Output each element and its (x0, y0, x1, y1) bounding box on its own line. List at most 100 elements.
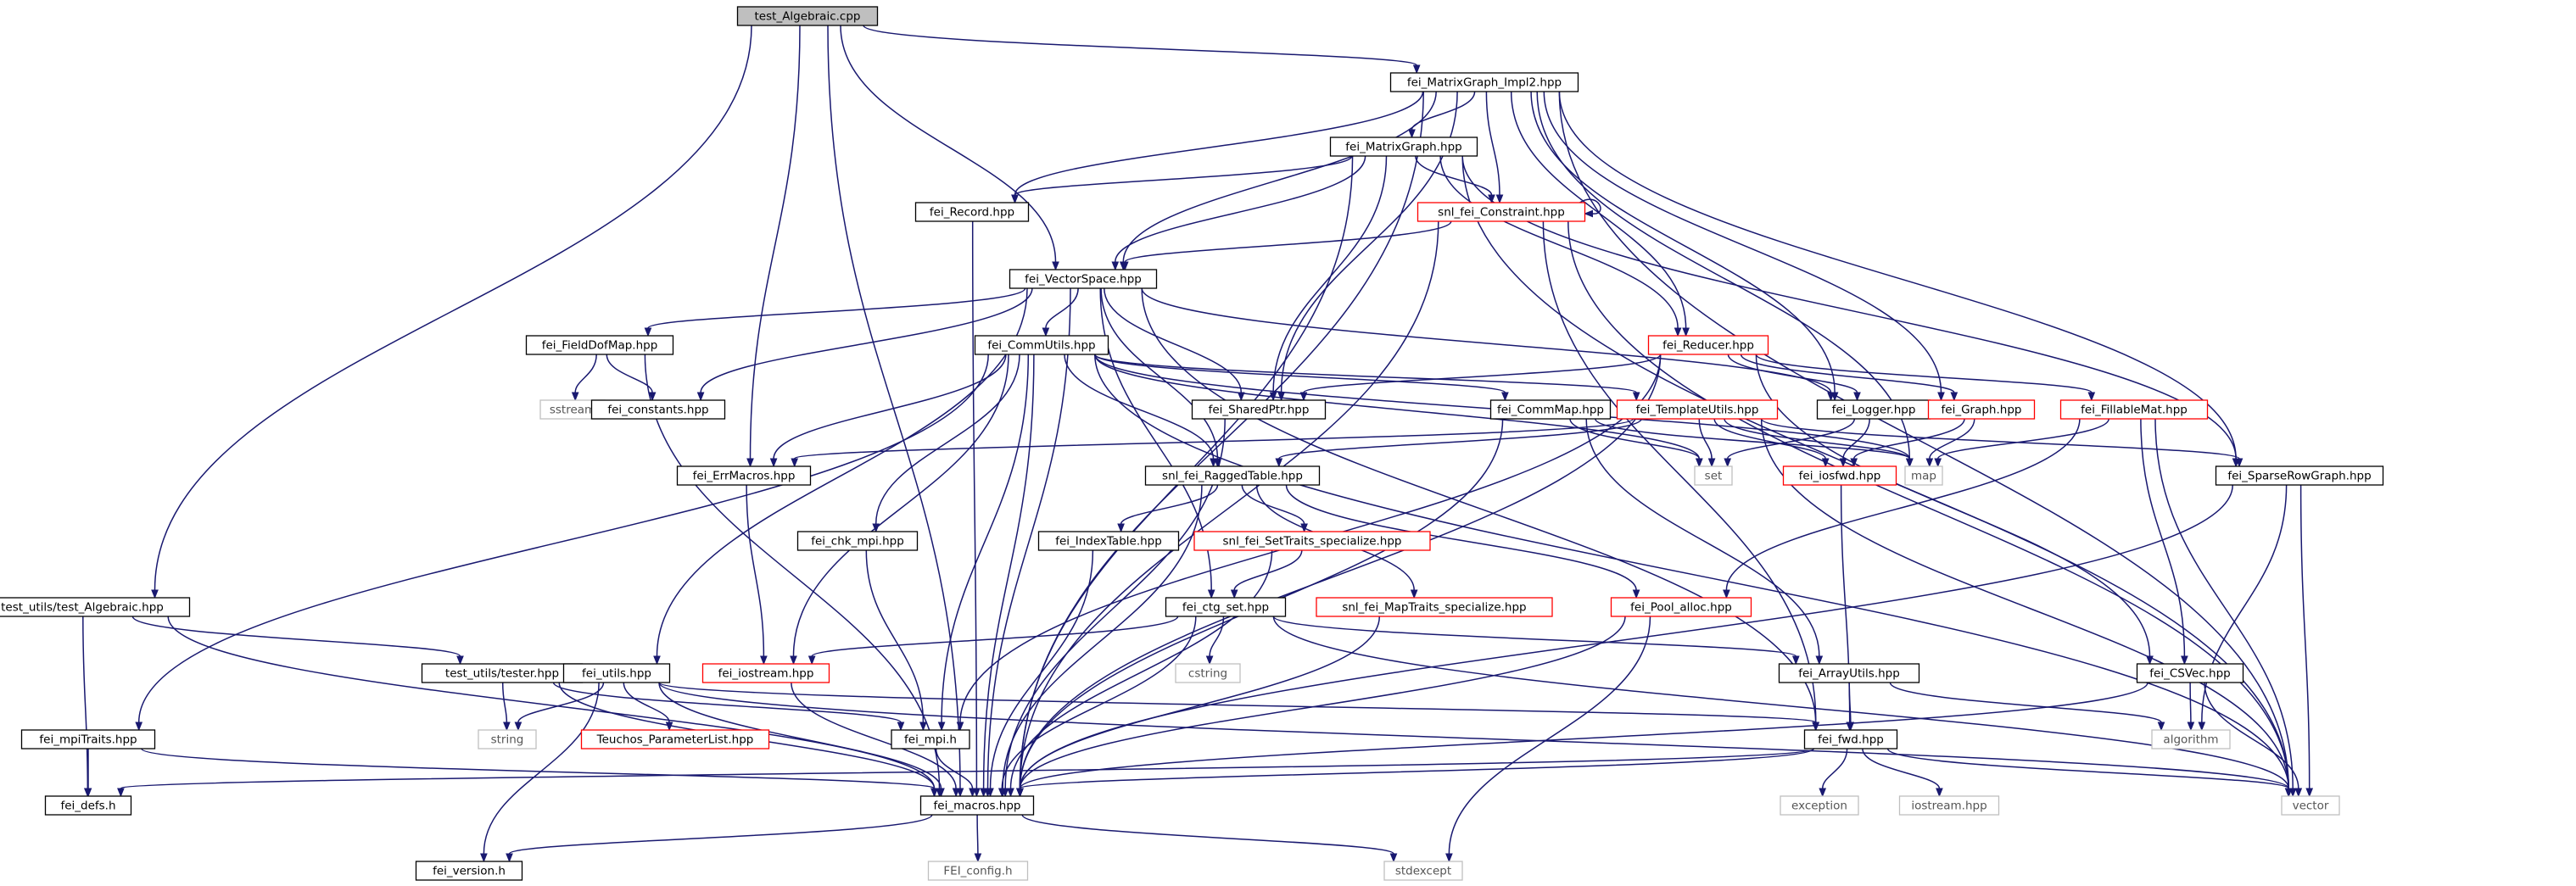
node-label: fei_version.h (433, 865, 506, 878)
node-fei-matrixgraph[interactable]: fei_MatrixGraph.hpp (1329, 137, 1478, 157)
node-snl-fei-constraint[interactable]: snl_fei_Constraint.hpp (1417, 202, 1586, 222)
node-fei-templateutils[interactable]: fei_TemplateUtils.hpp (1616, 399, 1779, 420)
node-label: vector (2293, 800, 2329, 813)
node-box (1780, 795, 1859, 816)
node-fei-commutils[interactable]: fei_CommUtils.hpp (974, 335, 1109, 355)
node-fei-sparserowgraph[interactable]: fei_SparseRowGraph.hpp (2215, 465, 2384, 486)
node-fei-sharedptr[interactable]: fei_SharedPtr.hpp (1191, 399, 1327, 420)
node-string[interactable]: string (478, 729, 537, 749)
node-fei-mpitraits[interactable]: fei_mpiTraits.hpp (20, 729, 156, 749)
node-box (1610, 597, 1752, 617)
node-fei-chk-mpi[interactable]: fei_chk_mpi.hpp (796, 531, 919, 551)
node-test-algebraic-cpp[interactable]: test_Algebraic.cpp (736, 6, 879, 26)
node-fei-constants[interactable]: fei_constants.hpp (590, 399, 726, 420)
node-fei-macros[interactable]: fei_macros.hpp (919, 795, 1035, 816)
node-box (44, 795, 132, 816)
node-fei-fwd[interactable]: fei_fwd.hpp (1803, 729, 1898, 749)
edge-fei-reducer-to-fei-fillablemat (1755, 354, 2096, 402)
node-map[interactable]: map (1904, 465, 1943, 486)
node-fei-defs[interactable]: fei_defs.h (44, 795, 132, 816)
node-box (1904, 465, 1943, 486)
node-fei-vectorspace[interactable]: fei_VectorSpace.hpp (1009, 269, 1158, 289)
node-snl-fei-maptraits[interactable]: snl_fei_MapTraits_specialize.hpp (1316, 597, 1553, 617)
node-fei-pool-alloc[interactable]: fei_Pool_alloc.hpp (1610, 597, 1752, 617)
edge-fei-fielddofmap-to-sstream (571, 354, 597, 402)
node-label: fei_iosfwd.hpp (1799, 470, 1881, 483)
node-fei-graph[interactable]: fei_Graph.hpp (1927, 399, 2036, 420)
node-vector[interactable]: vector (2281, 795, 2340, 816)
node-label: fei_Reducer.hpp (1662, 339, 1754, 353)
node-set[interactable]: set (1694, 465, 1733, 486)
node-fei-mpi[interactable]: fei_mpi.h (891, 729, 970, 749)
edge-fei-templateutils-to-set (1698, 418, 1716, 468)
node-fei-record[interactable]: fei_Record.hpp (914, 202, 1030, 222)
node-fei-commmap[interactable]: fei_CommMap.hpp (1489, 399, 1612, 420)
edge-fei-logger-to-set (1724, 418, 1856, 468)
node-fei-arrayutils[interactable]: fei_ArrayUtils.hpp (1778, 663, 1920, 683)
node-fei-errmacros[interactable]: fei_ErrMacros.hpp (676, 465, 812, 486)
node-iostream-hpp[interactable]: iostream.hpp (1898, 795, 2000, 816)
node-fei-reducer[interactable]: fei_Reducer.hpp (1647, 335, 1769, 355)
node-fei-utils[interactable]: fei_utils.hpp (562, 663, 671, 683)
node-snl-fei-settraits[interactable]: snl_fei_SetTraits_specialize.hpp (1193, 531, 1431, 551)
edge-test-algebraic-cpp-to-fei-errmacros (746, 25, 801, 468)
dependency-edges (82, 25, 2314, 863)
node-label: fei_ArrayUtils.hpp (1798, 667, 1900, 681)
node-fei-fillablemat[interactable]: fei_FillableMat.hpp (2059, 399, 2209, 420)
node-fei-indextable[interactable]: fei_IndexTable.hpp (1037, 531, 1180, 551)
edge-fei-fwd-to-exception (1819, 748, 1848, 798)
node-label: fei_mpi.h (904, 733, 957, 747)
edge-fei-macros-to-fei-config (974, 814, 982, 863)
node-box (891, 729, 970, 749)
node-fei-fielddofmap[interactable]: fei_FieldDofMap.hpp (525, 335, 674, 355)
node-box (1778, 663, 1920, 683)
node-box (1489, 399, 1612, 420)
node-box (2136, 663, 2244, 683)
edge-fei-reducer-to-fei-logger (1727, 354, 1861, 402)
edge-fei-iostream-to-fei-macros (791, 682, 960, 798)
node-label: fei_SparseRowGraph.hpp (2227, 470, 2371, 483)
node-box (1898, 795, 2000, 816)
node-fei-iostream[interactable]: fei_iostream.hpp (701, 663, 830, 683)
node-snl-fei-raggedtable[interactable]: snl_fei_RaggedTable.hpp (1144, 465, 1321, 486)
edge-fei-logger-to-fei-iosfwd (1839, 418, 1870, 468)
edge-snl-fei-raggedtable-to-fei-pool-alloc (1285, 484, 1640, 599)
edge-fei-commutils-to-fei-iostream (790, 354, 1009, 666)
node-teuchos-parameterlist[interactable]: Teuchos_ParameterList.hpp (580, 729, 770, 749)
node-fei-config[interactable]: FEI_config.h (927, 861, 1029, 881)
node-test-utils-tester[interactable]: test_utils/tester.hpp (421, 663, 584, 683)
edge-fei-graph-to-fei-iosfwd (1850, 418, 1965, 468)
node-box (1616, 399, 1779, 420)
node-box (1803, 729, 1898, 749)
node-fei-ctg-set[interactable]: fei_ctg_set.hpp (1165, 597, 1287, 617)
node-fei-version[interactable]: fei_version.h (415, 861, 523, 881)
node-fei-csvec[interactable]: fei_CSVec.hpp (2136, 663, 2244, 683)
node-label: string (491, 733, 524, 747)
node-fei-logger[interactable]: fei_Logger.hpp (1816, 399, 1931, 420)
node-box (2215, 465, 2384, 486)
node-label: cstring (1188, 667, 1227, 681)
edge-fei-templateutils-to-snl-fei-raggedtable (1275, 418, 1642, 468)
node-label: fei_Graph.hpp (1942, 404, 2022, 417)
node-label: map (1911, 470, 1936, 483)
node-fei-iosfwd[interactable]: fei_iosfwd.hpp (1782, 465, 1897, 486)
edge-snl-fei-constraint-to-fei-vectorspace (1120, 220, 1452, 271)
edge-test-algebraic-cpp-to-fei-matrixgraph-impl2 (863, 25, 1421, 75)
node-stdexcept[interactable]: stdexcept (1383, 861, 1463, 881)
edge-fei-commmap-to-fei-arrayutils (1585, 418, 1824, 666)
node-test-utils-test-algebraic[interactable]: test_utils/test_Algebraic.hpp (0, 597, 191, 617)
edge-fei-fwd-to-iostream-hpp (1862, 748, 1943, 798)
edge-fei-mpitraits-to-fei-macros (141, 748, 938, 798)
node-cstring[interactable]: cstring (1175, 663, 1241, 683)
node-box (1193, 531, 1431, 551)
node-algorithm[interactable]: algorithm (2151, 729, 2231, 749)
node-sstream[interactable]: sstream (539, 399, 606, 420)
edge-fei-vectorspace-to-fei-fielddofmap (644, 287, 1026, 337)
edge-fei-utils-to-string (514, 682, 605, 732)
node-fei-matrixgraph-impl2[interactable]: fei_MatrixGraph_Impl2.hpp (1389, 72, 1579, 92)
node-label: fei_FillableMat.hpp (2081, 404, 2188, 417)
edge-fei-commutils-to-fei-mpi (937, 354, 1030, 732)
node-box (1927, 399, 2036, 420)
node-exception[interactable]: exception (1780, 795, 1859, 816)
